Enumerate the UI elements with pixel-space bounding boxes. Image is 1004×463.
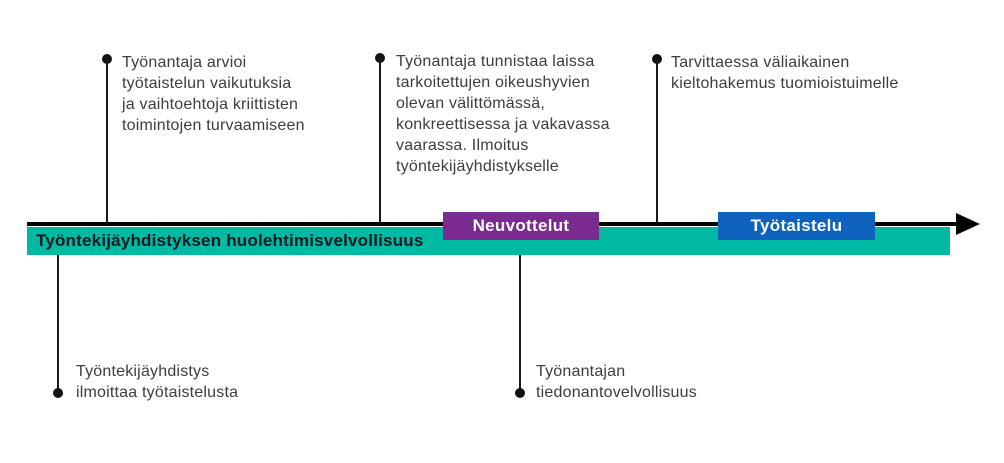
annotation-injunction-application: Tarvittaessa väliaikainen kieltohakemus … [671,54,899,92]
event-dot [53,388,63,398]
connector-line [57,255,59,392]
connector-line [519,240,521,392]
phase-industrial-action: Työtaistelu [718,212,875,240]
connector-line [379,58,381,223]
event-dot [515,388,525,398]
annotation-employer-assessment: Työnantaja arvioi työtaistelun vaikutuks… [122,54,305,134]
phase-negotiations: Neuvottelut [443,212,599,240]
annotation-union-announces-action: Työntekijäyhdistys ilmoittaa työtaistelu… [76,363,239,401]
annotation-employer-identifies-danger: Työnantaja tunnistaa laissa tarkoitettuj… [396,53,610,175]
annotation-employer-information-duty: Työnantajan tiedonantovelvollisuus [536,363,697,401]
arrowhead-icon [956,213,980,235]
duty-bar-label: Työntekijäyhdistyksen huolehtimisvelvoll… [36,231,424,250]
connector-line [656,59,658,223]
connector-line [106,59,108,223]
